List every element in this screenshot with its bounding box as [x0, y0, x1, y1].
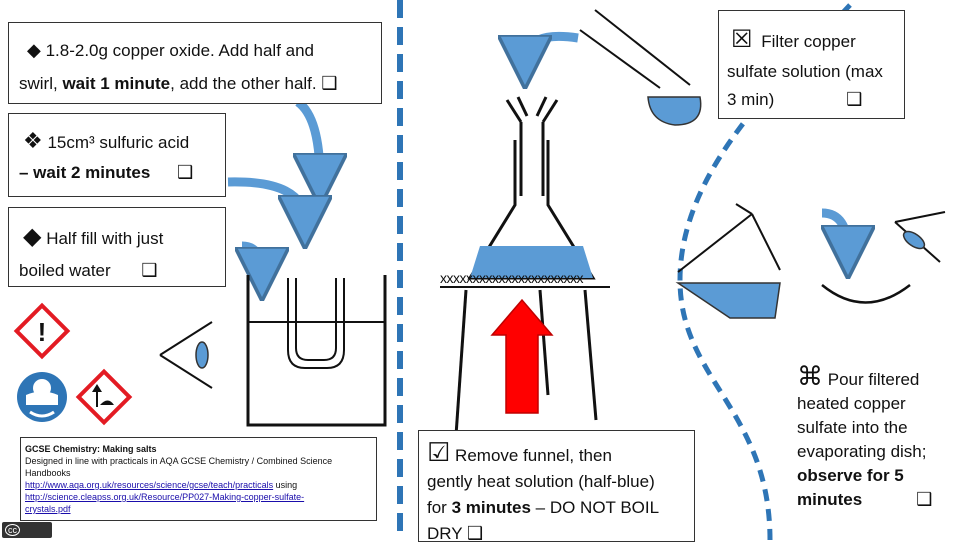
step1-checkbox-icon[interactable]: ❑ [321, 73, 338, 94]
credits-title: GCSE Chemistry: Making salts [25, 444, 157, 454]
credits-box: GCSE Chemistry: Making salts Designed in… [20, 437, 377, 521]
gauze-label: xxxxxxxxxxxxxxxxxxxxxx [440, 270, 584, 286]
arrow-step2 [227, 177, 305, 222]
evaporating-dish [821, 284, 911, 304]
arrow-to-dish [822, 208, 848, 252]
step4-checkbox-icon[interactable]: ❑ [846, 89, 863, 110]
step2-checkbox-icon[interactable]: ❑ [177, 162, 194, 183]
arrow-step1 [298, 98, 320, 180]
svg-text:!: ! [38, 317, 47, 347]
eye-icon-dish [894, 211, 946, 263]
step5-checkbox-icon[interactable]: ❑ [916, 489, 933, 510]
arrow-step3 [242, 241, 262, 274]
aqa-link[interactable]: http://www.aqa.org.uk/resources/science/… [25, 480, 274, 490]
step5-text: ⌘ Pour filtered heated copper sulfate in… [797, 361, 933, 510]
step6-checkbox-icon[interactable]: ❑ [467, 523, 484, 544]
conical-flask [467, 140, 596, 280]
filter-funnel [505, 96, 559, 196]
diamond-bullet-icon: ◆ [23, 223, 42, 250]
test-tube [579, 9, 702, 126]
environmental-hazard-icon [75, 368, 133, 426]
step2-card: ❖ 15cm³ sulfuric acid – wait 2 minutes ❑ [8, 113, 226, 197]
check-box-bullet-icon: ☑ [427, 437, 451, 467]
eye-protection-icon [17, 372, 67, 422]
step3-card: ◆ Half fill with just boiled water ❑ [8, 207, 226, 287]
step6-card: ☑ Remove funnel, then gently heat soluti… [418, 430, 695, 544]
creative-commons-badge: cc [2, 522, 52, 538]
diamond-bullet-icon: ◆ [27, 40, 41, 60]
tripod [440, 286, 610, 451]
four-diamond-bullet-icon: ❖ [23, 128, 43, 153]
hazard-exclamation-icon: ! [13, 302, 71, 360]
cleapss-link[interactable]: http://science.cleapss.org.uk/Resource/P… [25, 492, 305, 502]
tilted-beaker [675, 203, 781, 319]
step1-line1: 1.8-2.0g copper oxide. Add half and [45, 41, 315, 60]
step3-checkbox-icon[interactable]: ❑ [141, 260, 158, 281]
cleapss-link-cont[interactable]: crystals.pdf [25, 504, 71, 514]
step4-card: ☒ Filter copper sulfate solution (max 3 … [718, 10, 905, 119]
x-box-bullet-icon: ☒ [731, 26, 753, 53]
eye-icon [159, 321, 213, 389]
beaker [246, 275, 387, 427]
command-bullet-icon: ⌘ [797, 361, 823, 391]
step1-card: ◆ 1.8-2.0g copper oxide. Add half and sw… [8, 22, 382, 104]
arrow-to-funnel [525, 31, 579, 62]
heat-arrow [490, 298, 554, 414]
